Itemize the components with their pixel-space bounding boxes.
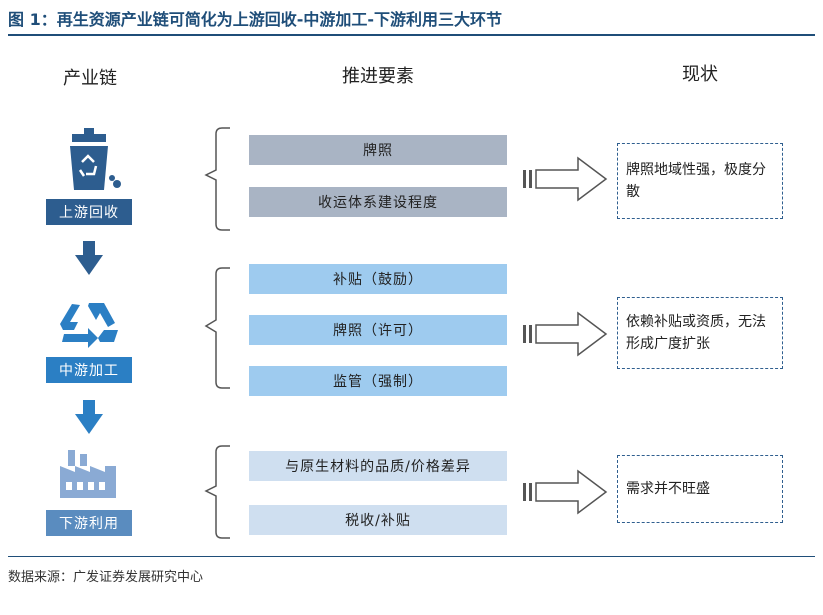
recycle-arrows-icon — [60, 303, 118, 348]
stage-label-upstream: 上游回收 — [46, 199, 132, 225]
bracket-upstream — [204, 127, 230, 231]
bracket-midstream — [204, 267, 230, 389]
header-chain: 产业链 — [63, 68, 117, 89]
top-rule — [8, 34, 815, 36]
source-note: 数据来源：广发证券发展研究中心 — [8, 570, 204, 585]
factor-downstream-quality-price: 与原生材料的品质/价格差异 — [249, 451, 507, 481]
recycle-bin-icon — [70, 128, 121, 190]
arrow-down-icon — [75, 400, 103, 434]
factor-midstream-subsidy: 补贴（鼓励） — [249, 264, 507, 294]
arrow-right-upstream — [523, 156, 608, 202]
status-midstream: 依赖补贴或资质，无法形成广度扩张 — [617, 297, 783, 369]
factor-upstream-license: 牌照 — [249, 135, 507, 165]
header-status: 现状 — [682, 64, 718, 85]
stage-label-midstream: 中游加工 — [46, 357, 132, 383]
arrow-right-midstream — [523, 311, 608, 357]
factory-icon — [60, 450, 116, 498]
status-downstream: 需求并不旺盛 — [617, 455, 783, 523]
factor-upstream-collection: 收运体系建设程度 — [249, 187, 507, 217]
figure-title: 图 1：再生资源产业链可简化为上游回收-中游加工-下游利用三大环节 — [8, 10, 502, 29]
stage-label-downstream: 下游利用 — [46, 510, 132, 536]
factor-downstream-tax: 税收/补贴 — [249, 505, 507, 535]
arrow-down-icon — [75, 241, 103, 275]
factor-midstream-supervision: 监管（强制） — [249, 366, 507, 396]
bracket-downstream — [204, 445, 230, 539]
status-upstream: 牌照地域性强，极度分散 — [617, 143, 783, 219]
bottom-rule — [8, 556, 815, 557]
header-factors: 推进要素 — [342, 66, 414, 87]
arrow-right-downstream — [523, 469, 608, 515]
factor-midstream-license: 牌照（许可） — [249, 315, 507, 345]
